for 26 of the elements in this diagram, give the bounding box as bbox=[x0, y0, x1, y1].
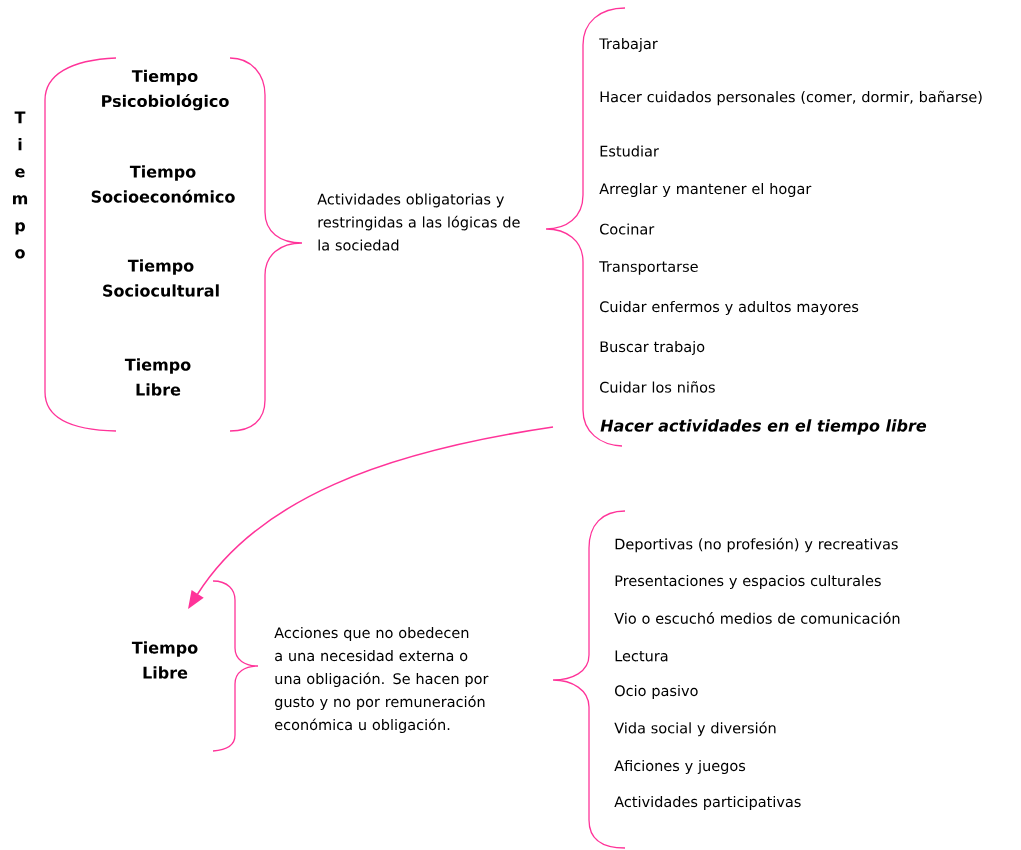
list-item: Hacer actividades en el tiempo libre bbox=[600, 419, 927, 435]
vertical-title: Tiempo bbox=[13, 111, 28, 259]
list-item: Estudiar bbox=[600, 145, 659, 157]
description-text: Actividades obligatorias y restringidas a las lógicas de la sociedad bbox=[317, 193, 520, 251]
list-item: Presentaciones y espacios culturales bbox=[615, 574, 881, 589]
list-item: Lectura bbox=[615, 650, 668, 662]
term-label: Tiempo Sociocultural bbox=[103, 259, 219, 297]
list-item: Vio o escuchó medios de comunicación bbox=[614, 612, 900, 624]
list-item: Transportarse bbox=[599, 261, 698, 275]
term-label: Tiempo Psicobiológico bbox=[102, 69, 229, 111]
list-item: Vida social y diversión bbox=[614, 721, 776, 737]
list-item: Ocio pasivo bbox=[615, 684, 698, 699]
list-item: Arreglar y mantener el hogar bbox=[599, 182, 812, 197]
list-item: Aficiones y juegos bbox=[614, 759, 746, 774]
term-label: Tiempo Libre bbox=[124, 358, 191, 396]
list-item: Cuidar enfermos y adultos mayores bbox=[600, 300, 859, 315]
list-item: Cocinar bbox=[600, 223, 655, 235]
list-item: Trabajar bbox=[599, 37, 658, 52]
description-text: Acciones que no obedecen a una necesidad externa o una obligación. Se hacen por gusto y no por remuneración económica u obligación. bbox=[274, 626, 489, 733]
list-item: Actividades participativas bbox=[614, 795, 801, 810]
list-item: Deportivas (no profesión) y recreativas bbox=[615, 537, 898, 553]
term-label: Tiempo Socioeconómico bbox=[91, 165, 235, 203]
list-item: Cuidar los niños bbox=[600, 381, 715, 393]
list-item: Hacer cuidados personales (comer, dormir, bañarse) bbox=[600, 90, 982, 106]
term-label: Tiempo Libre bbox=[131, 641, 198, 679]
list-item: Buscar trabajo bbox=[600, 340, 705, 355]
